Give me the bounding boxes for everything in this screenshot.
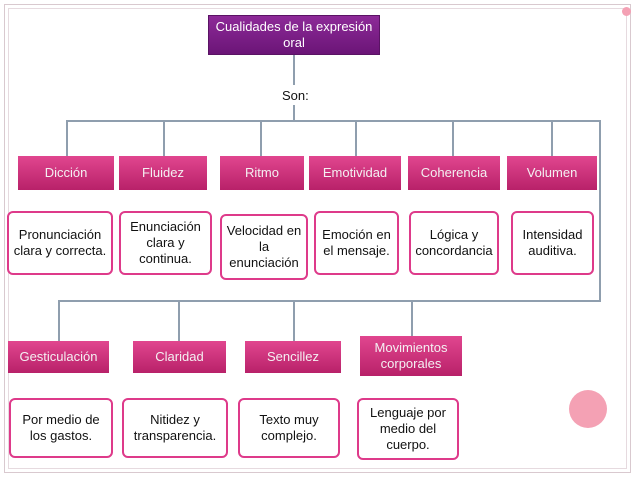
description-text: Pronunciación clara y correcta. bbox=[13, 227, 107, 258]
description-coherencia: Lógica y concordancia bbox=[409, 211, 499, 275]
connector-row1-bus bbox=[66, 120, 601, 122]
connector-right-riser bbox=[599, 120, 601, 302]
connector-drop-claridad bbox=[178, 300, 180, 342]
description-text: Intensidad auditiva. bbox=[522, 227, 583, 258]
connector-drop-coherencia bbox=[452, 120, 454, 156]
category-movimientos-corporales: Movimientos corporales bbox=[360, 336, 462, 376]
connector-drop-emotividad bbox=[355, 120, 357, 156]
connector-drop-gesticulacion bbox=[58, 300, 60, 342]
connector-son-down bbox=[293, 105, 295, 121]
description-fluidez: Enunciación clara y continua. bbox=[119, 211, 212, 275]
connector-drop-volumen bbox=[551, 120, 553, 156]
description-diccion: Pronunciación clara y correcta. bbox=[7, 211, 113, 275]
category-label: Sencillez bbox=[266, 349, 320, 364]
description-text: Texto muy complejo. bbox=[259, 412, 319, 443]
category-ritmo: Ritmo bbox=[220, 156, 304, 190]
category-label: Dicción bbox=[44, 165, 88, 180]
description-claridad: Nitidez y transparencia. bbox=[122, 398, 228, 458]
category-label: Fluidez bbox=[142, 165, 184, 180]
category-label: Coherencia bbox=[420, 165, 488, 180]
category-label: Volumen bbox=[526, 165, 578, 180]
description-text: Por medio de los gastos. bbox=[22, 412, 100, 443]
description-volumen: Intensidad auditiva. bbox=[511, 211, 594, 275]
category-label: Ritmo bbox=[245, 165, 279, 180]
category-fluidez: Fluidez bbox=[119, 156, 207, 190]
connector-drop-fluidez bbox=[163, 120, 165, 156]
category-diccion: Dicción bbox=[18, 156, 114, 190]
connector-label: Son: bbox=[282, 88, 309, 103]
connector-drop-movimientos bbox=[411, 300, 413, 336]
connector-title-down bbox=[293, 55, 295, 85]
category-emotividad: Emotividad bbox=[309, 156, 401, 190]
connector-drop-diccion bbox=[66, 120, 68, 156]
description-text: Lógica y concordancia bbox=[415, 227, 493, 258]
connector-drop-ritmo bbox=[260, 120, 262, 156]
category-label: Movimientos corporales bbox=[374, 340, 448, 371]
description-movimientos-corporales: Lenguaje por medio del cuerpo. bbox=[357, 398, 459, 460]
description-sencillez: Texto muy complejo. bbox=[238, 398, 340, 458]
category-claridad: Claridad bbox=[133, 341, 226, 373]
category-label: Gesticulación bbox=[19, 349, 98, 364]
description-emotividad: Emoción en el mensaje. bbox=[314, 211, 399, 275]
description-text: Nitidez y transparencia. bbox=[133, 412, 217, 443]
description-gesticulacion: Por medio de los gastos. bbox=[9, 398, 113, 458]
category-volumen: Volumen bbox=[507, 156, 597, 190]
description-ritmo: Velocidad en la enunciación bbox=[220, 214, 308, 280]
category-label: Emotividad bbox=[322, 165, 388, 180]
category-coherencia: Coherencia bbox=[408, 156, 500, 190]
description-text: Emoción en el mensaje. bbox=[322, 227, 391, 258]
category-sencillez: Sencillez bbox=[245, 341, 341, 373]
category-gesticulacion: Gesticulación bbox=[8, 341, 109, 373]
decorative-circle bbox=[569, 390, 607, 428]
connector-drop-sencillez bbox=[293, 300, 295, 342]
description-text: Lenguaje por medio del cuerpo. bbox=[370, 405, 446, 452]
title-text: Cualidades de la expresión oral bbox=[215, 19, 373, 50]
description-text: Velocidad en la enunciación bbox=[226, 223, 302, 270]
description-text: Enunciación clara y continua. bbox=[130, 219, 201, 266]
title-box: Cualidades de la expresión oral bbox=[208, 15, 380, 55]
slide-frame-outer bbox=[4, 4, 631, 473]
connector-row2-bus bbox=[58, 300, 601, 302]
decorative-dot bbox=[622, 7, 631, 16]
category-label: Claridad bbox=[155, 349, 204, 364]
